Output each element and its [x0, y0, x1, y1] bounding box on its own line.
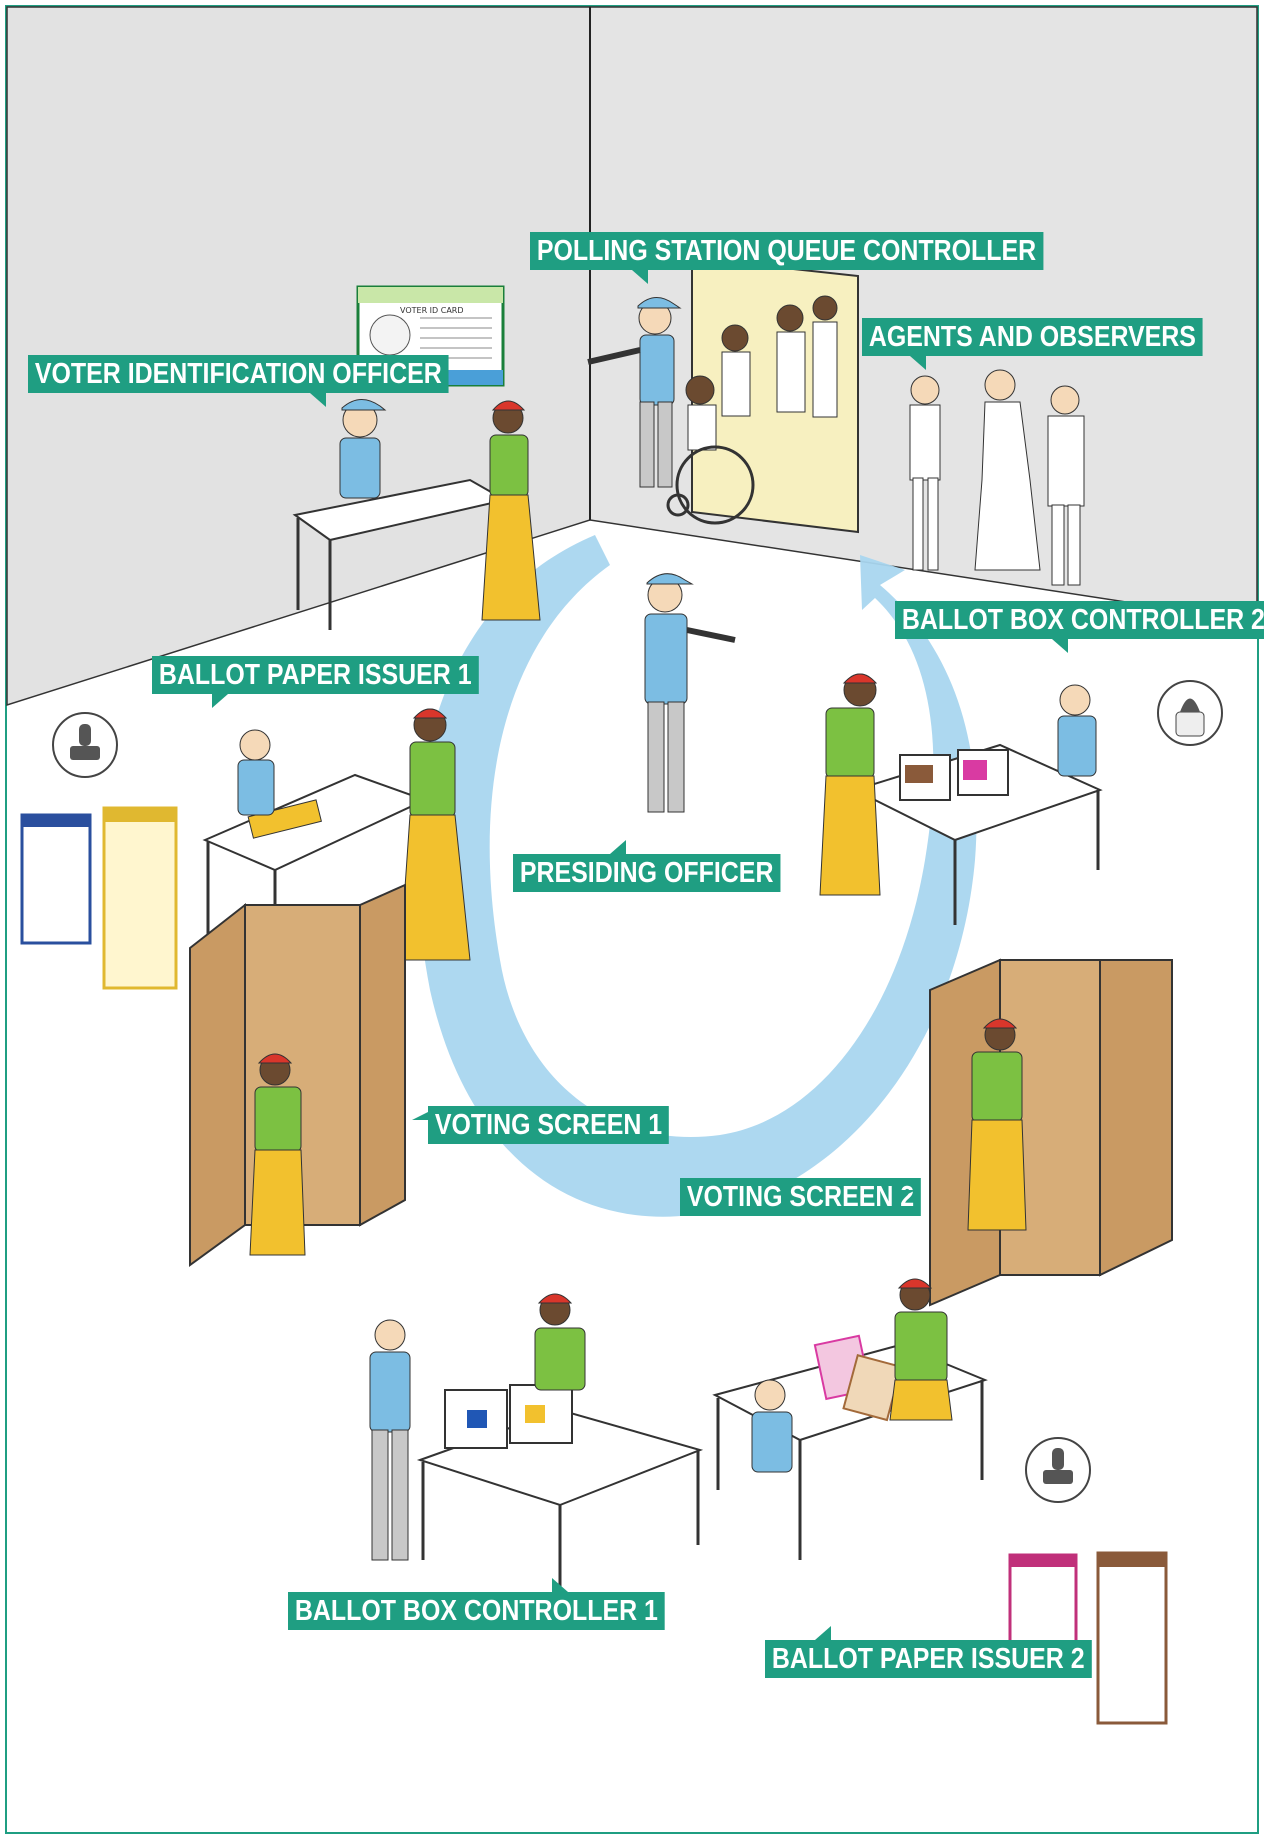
- stamp-icon-right: [1025, 1437, 1091, 1503]
- pointer-ballot-box-controller-1: [552, 1578, 568, 1592]
- label-ballot-box-controller-2: BALLOT BOX CONTROLLER 2: [895, 601, 1264, 639]
- pointer-presiding-officer: [610, 840, 626, 854]
- label-ballot-paper-issuer-2: BALLOT PAPER ISSUER 2: [765, 1640, 1092, 1678]
- ballot-paper-sample-brown: [1096, 1551, 1168, 1725]
- stamp-icon-left: [52, 712, 118, 778]
- ballot-box-2-desk: [852, 684, 1103, 925]
- pointer-ballot-box-controller-2: [1052, 639, 1068, 653]
- label-presiding-officer: PRESIDING OFFICER: [513, 854, 781, 892]
- label-ballot-paper-issuer-1: BALLOT PAPER ISSUER 1: [152, 656, 479, 694]
- issuer-1-desk: [202, 729, 428, 975]
- presiding-officer-figure: [644, 573, 736, 813]
- pointer-agents-observers: [910, 356, 926, 370]
- ballot-paper-sample-yellow: [102, 806, 178, 990]
- agents-observers-figures: [909, 369, 1085, 586]
- label-ballot-box-controller-1: BALLOT BOX CONTROLLER 1: [288, 1592, 665, 1630]
- voting-screen-2: [929, 958, 1173, 1307]
- pointer-ballot-paper-issuer-2: [815, 1626, 831, 1640]
- issuer-2-desk: [712, 1278, 988, 1560]
- queue-controller-figure: [587, 297, 682, 488]
- ballot-paper-sample-blue: [20, 813, 92, 945]
- ink-bottle-icon: [1157, 680, 1223, 746]
- pointer-ballot-paper-issuer-1: [212, 694, 228, 708]
- voter-at-id-desk: [481, 400, 541, 621]
- voting-screen-1: [189, 883, 406, 1267]
- label-queue-controller: POLLING STATION QUEUE CONTROLLER: [530, 232, 1044, 270]
- voter-card-title: VOTER ID CARD: [400, 306, 464, 315]
- voter-id-desk: [292, 399, 508, 630]
- queue-people: [666, 295, 838, 525]
- voter-at-ballot-box-2: [819, 673, 881, 896]
- label-agents-observers: AGENTS AND OBSERVERS: [862, 318, 1203, 356]
- pointer-queue-controller: [632, 270, 648, 284]
- label-voter-id-officer: VOTER IDENTIFICATION OFFICER: [28, 355, 449, 393]
- pointer-voter-id-officer: [310, 393, 326, 407]
- label-voting-screen-2: VOTING SCREEN 2: [680, 1178, 922, 1216]
- ballot-box-1-desk: [369, 1293, 704, 1600]
- label-voting-screen-1: VOTING SCREEN 1: [428, 1106, 670, 1144]
- pointer-voting-screen-1: [412, 1112, 428, 1120]
- voter-at-issuer-1: [399, 708, 471, 961]
- pointer-voting-screen-2: [900, 1190, 916, 1198]
